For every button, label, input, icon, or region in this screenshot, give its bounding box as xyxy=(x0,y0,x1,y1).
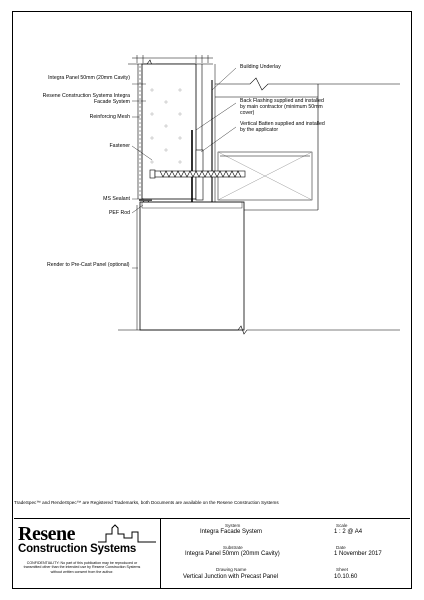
trademark-note: TradeSpec™ and RenderSpec™ are Registere… xyxy=(14,500,279,505)
integra-panel xyxy=(141,63,197,200)
ms-sealant xyxy=(139,199,152,201)
substrate-value: Integra Panel 50mm (20mm Cavity) xyxy=(185,551,280,557)
confidentiality-note: CONFIDENTIALITY: No part of this publica… xyxy=(23,561,141,574)
label-building-underlay: Building Underlay xyxy=(240,64,281,70)
label-reinforcing-mesh: Reinforcing Mesh xyxy=(89,114,130,120)
fastener xyxy=(149,169,246,179)
label-integra-panel: Integra Panel 50mm (20mm Cavity) xyxy=(48,75,130,81)
date-value: 1 November 2017 xyxy=(334,551,382,557)
label-back-flashing: Back Flashing supplied and installed by … xyxy=(240,98,324,116)
label-ms-sealant: MS Sealant xyxy=(103,196,130,202)
system-value: Integra Facade System xyxy=(200,529,263,535)
drawing-sheet-border xyxy=(12,11,412,589)
skyline-logo-icon xyxy=(98,524,156,543)
scale-value: 1 : 2 @ A4 xyxy=(334,529,363,535)
resene-logo-word: Resene xyxy=(18,523,75,545)
label-pef-rod: PEF Rod xyxy=(108,210,130,216)
sheet-label: Sheet xyxy=(336,567,349,572)
label-vertical-batten: Vertical Batten supplied and installed b… xyxy=(240,121,325,133)
title-block-divider xyxy=(160,519,161,588)
drawing-name-value: Vertical Junction with Precast Panel xyxy=(183,574,279,580)
precast-panel xyxy=(139,201,245,331)
sheet-value: 10.10.60 xyxy=(334,574,358,580)
top-dimension-lines xyxy=(132,55,213,63)
system-label: System xyxy=(225,523,241,528)
panel-crosses xyxy=(150,88,182,176)
drawing-name-label: Drawing Name xyxy=(216,567,247,572)
label-render: Render to Pre-Cast Panel (optional) xyxy=(47,262,130,268)
title-block: Resene Construction Systems CONFIDENTIAL… xyxy=(14,518,410,588)
frame-line xyxy=(215,77,400,91)
label-fastener: Fastener xyxy=(109,143,130,149)
scale-label: Scale xyxy=(336,523,348,528)
resene-logo-sub: Construction Systems xyxy=(18,543,137,555)
bottom-break-line xyxy=(118,325,400,335)
label-resene-system: Resene Construction Systems Integra Faca… xyxy=(42,93,130,105)
date-label: Date xyxy=(336,545,346,550)
substrate-label: Substrate xyxy=(223,545,243,550)
leader-lines xyxy=(131,67,237,269)
